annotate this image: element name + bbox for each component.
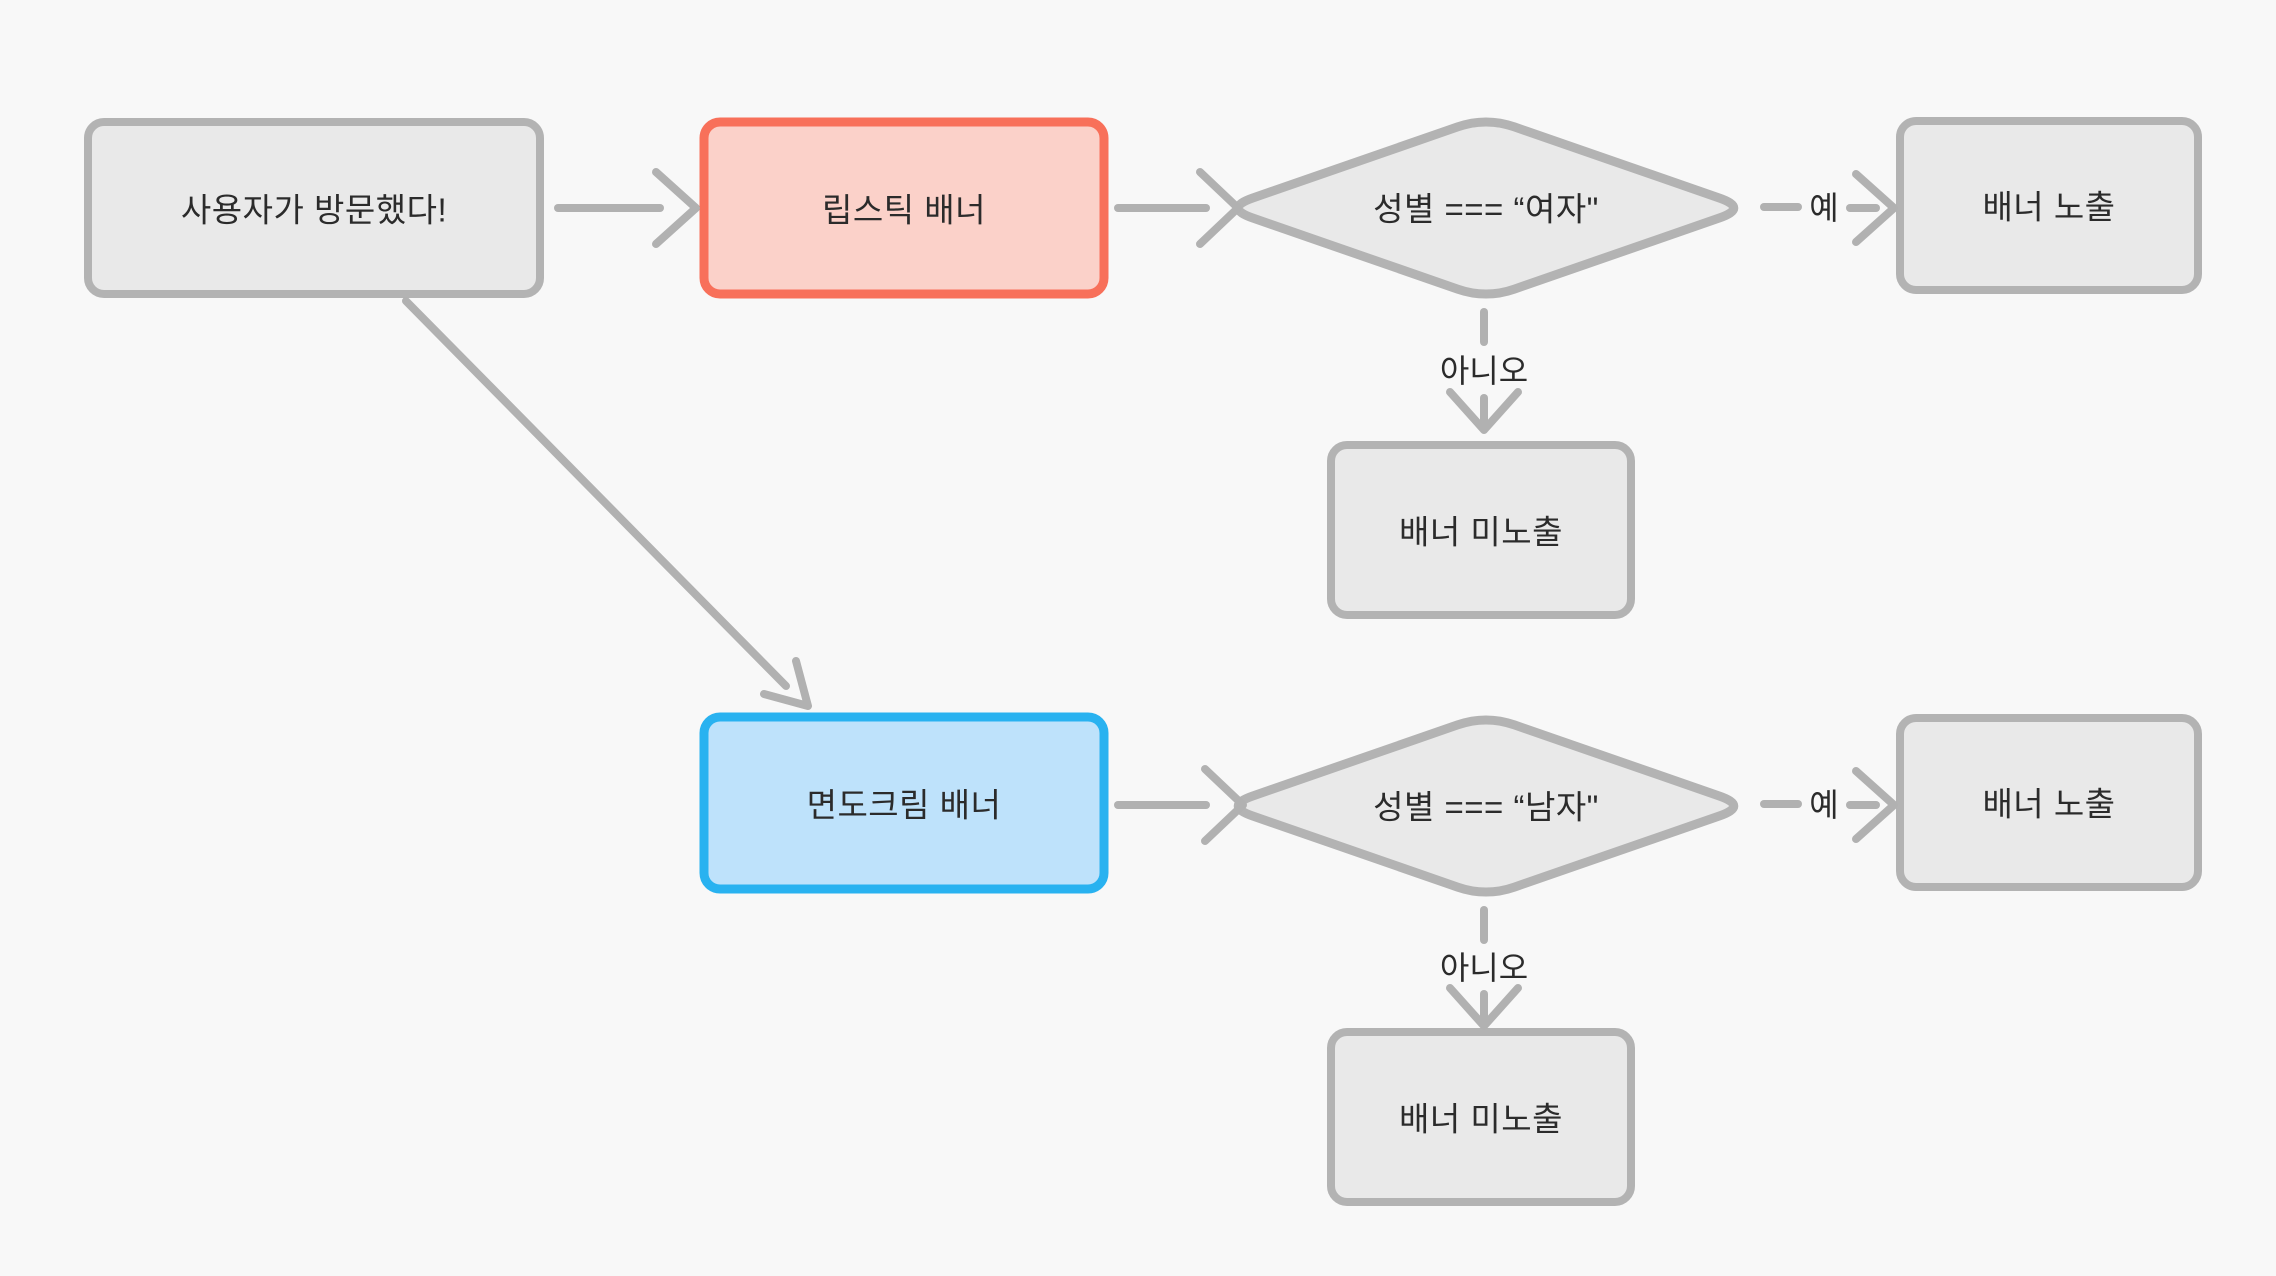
node-banner-hide-1-shape bbox=[1327, 441, 1635, 619]
node-male-check: 성별 === “남자" bbox=[1233, 715, 1739, 897]
arrow-lipstick-to-check-head bbox=[1196, 168, 1242, 248]
node-female-check-shape bbox=[1233, 117, 1739, 299]
edge-label-no-1: 아니오 bbox=[1440, 353, 1528, 389]
node-banner-show-1-shape bbox=[1896, 117, 2202, 294]
node-banner-show-2: 배너 노출 bbox=[1896, 714, 2202, 891]
node-lipstick-banner-shape bbox=[699, 117, 1109, 299]
node-banner-show-2-label: 배너 노출 bbox=[1982, 786, 2115, 823]
arrow-start-to-lipstick-head bbox=[652, 168, 700, 248]
arrow-start-to-shaving-shaft bbox=[402, 297, 790, 690]
node-start-label: 사용자가 방문했다! bbox=[181, 192, 447, 229]
node-banner-hide-1: 배너 미노출 bbox=[1327, 441, 1635, 619]
arrow-no-1-head bbox=[1446, 388, 1522, 434]
arrow-start-to-shaving-head bbox=[760, 657, 812, 710]
node-banner-hide-2-shape bbox=[1327, 1028, 1635, 1206]
node-banner-hide-2: 배너 미노출 bbox=[1327, 1028, 1635, 1206]
node-banner-hide-2-label: 배너 미노출 bbox=[1399, 1101, 1563, 1138]
node-male-check-label: 성별 === “남자" bbox=[1373, 789, 1599, 826]
node-lipstick-banner-label: 립스틱 배너 bbox=[822, 192, 986, 229]
node-banner-hide-1-label: 배너 미노출 bbox=[1399, 514, 1563, 551]
edge-label-yes-1: 예 bbox=[1809, 190, 1838, 226]
node-banner-show-2-shape bbox=[1896, 714, 2202, 891]
node-start-shape bbox=[84, 118, 544, 298]
node-female-check-label: 성별 === “여자" bbox=[1373, 191, 1599, 228]
node-male-check-shape bbox=[1233, 715, 1739, 897]
node-shaving-banner-label: 면도크림 배너 bbox=[807, 787, 1002, 824]
node-lipstick-banner: 립스틱 배너 bbox=[699, 117, 1109, 299]
node-female-check: 성별 === “여자" bbox=[1233, 117, 1739, 299]
arrow-yes-2-head bbox=[1852, 767, 1898, 843]
edge-label-no-2: 아니오 bbox=[1440, 950, 1528, 986]
node-shaving-banner: 면도크림 배너 bbox=[699, 712, 1109, 894]
arrow-shaving-to-check-head bbox=[1201, 765, 1247, 845]
arrow-yes-1-head bbox=[1852, 170, 1898, 246]
node-start: 사용자가 방문했다! bbox=[84, 118, 544, 298]
node-shaving-banner-shape bbox=[699, 712, 1109, 894]
node-banner-show-1: 배너 노출 bbox=[1896, 117, 2202, 294]
node-banner-show-1-label: 배너 노출 bbox=[1982, 189, 2115, 226]
edge-label-yes-2: 예 bbox=[1809, 787, 1838, 823]
arrow-no-2-head bbox=[1446, 984, 1522, 1030]
edges bbox=[402, 168, 1898, 1030]
